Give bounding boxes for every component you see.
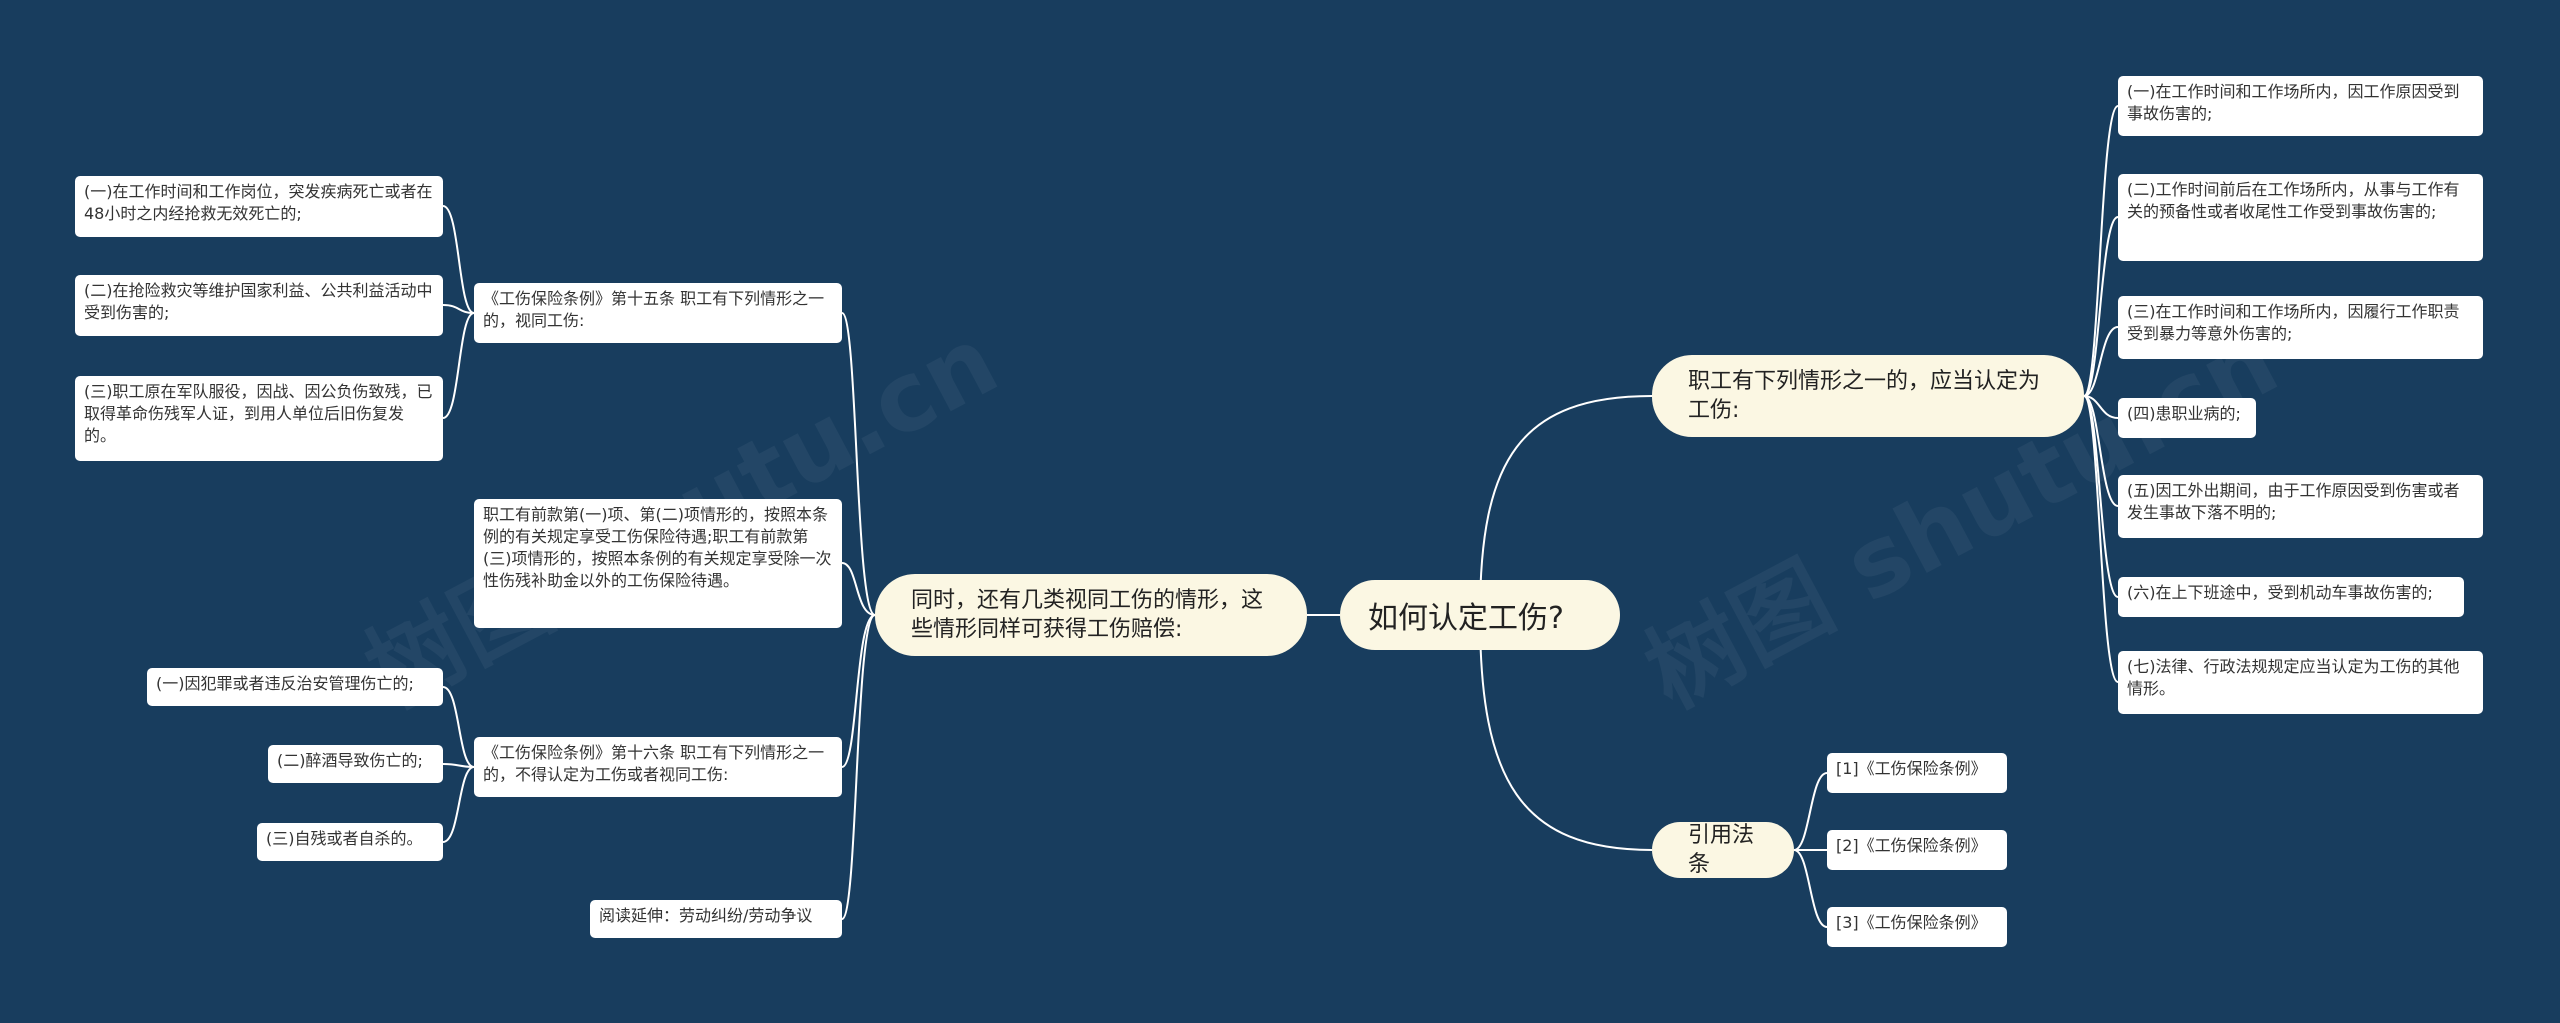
work-injury-item-7[interactable]: (七)法律、行政法规规定应当认定为工伤的其他情形。 xyxy=(2118,651,2483,714)
citation-1[interactable]: [1]《工伤保险条例》 xyxy=(1827,753,2007,793)
branch-work-injury[interactable]: 职工有下列情形之一的，应当认定为工伤: xyxy=(1652,355,2084,437)
link-deemed-child-1 xyxy=(841,312,876,616)
link-work-injury-item-5 xyxy=(2083,395,2119,507)
link-citation-1 xyxy=(1793,772,1828,851)
article-15-item-2[interactable]: (二)在抢险救灾等维护国家利益、公共利益活动中受到伤害的; xyxy=(75,275,443,336)
link-article-15-item-2 xyxy=(442,304,475,314)
link-article-15-item-1 xyxy=(442,205,475,314)
link-work-injury-item-1 xyxy=(2083,105,2119,397)
link-work-injury-item-3 xyxy=(2083,326,2119,397)
work-injury-item-6[interactable]: (六)在上下班途中，受到机动车事故伤害的; xyxy=(2118,577,2464,617)
link-citation-3 xyxy=(1793,849,1828,928)
link-deemed-child-4 xyxy=(841,614,876,920)
work-injury-item-4[interactable]: (四)患职业病的; xyxy=(2118,398,2256,438)
link-article-16-item-2 xyxy=(442,763,475,768)
citation-3[interactable]: [3]《工伤保险条例》 xyxy=(1827,907,2007,947)
citation-2[interactable]: [2]《工伤保险条例》 xyxy=(1827,830,2007,870)
branch-work-injury-label: 职工有下列情形之一的，应当认定为工伤: xyxy=(1688,369,2041,423)
branch-citations-label: 引用法条 xyxy=(1688,823,1755,877)
article-16-item-2[interactable]: (二)醉酒导致伤亡的; xyxy=(268,745,443,783)
link-root-citations xyxy=(1479,614,1653,851)
article-16[interactable]: 《工伤保险条例》第十六条 职工有下列情形之一的，不得认定为工伤或者视同工伤: xyxy=(474,737,842,797)
link-article-15-item-3 xyxy=(442,312,475,419)
link-work-injury-item-2 xyxy=(2083,216,2119,397)
link-article-16-item-1 xyxy=(442,686,475,768)
link-article-16-item-3 xyxy=(442,766,475,843)
link-deemed-child-3 xyxy=(841,614,876,768)
article-15[interactable]: 《工伤保险条例》第十五条 职工有下列情形之一的，视同工伤: xyxy=(474,283,842,343)
reading-extension-link[interactable]: 阅读延伸：劳动纠纷/劳动争议 xyxy=(590,900,842,938)
link-root-work-injury xyxy=(1479,395,1653,616)
work-injury-item-2[interactable]: (二)工作时间前后在工作场所内，从事与工作有关的预备性或者收尾性工作受到事故伤害… xyxy=(2118,174,2483,261)
work-injury-item-3[interactable]: (三)在工作时间和工作场所内，因履行工作职责受到暴力等意外伤害的; xyxy=(2118,296,2483,359)
branch-deemed-injury-label: 同时，还有几类视同工伤的情形，这些情形同样可获得工伤赔偿: xyxy=(911,588,1264,642)
branch-deemed-injury[interactable]: 同时，还有几类视同工伤的情形，这些情形同样可获得工伤赔偿: xyxy=(875,574,1307,656)
work-injury-item-5[interactable]: (五)因工外出期间，由于工作原因受到伤害或者发生事故下落不明的; xyxy=(2118,475,2483,538)
article-15-item-1[interactable]: (一)在工作时间和工作岗位，突发疾病死亡或者在48小时之内经抢救无效死亡的; xyxy=(75,176,443,237)
article-15-item-3[interactable]: (三)职工原在军队服役，因战、因公负伤致残，已取得革命伤残军人证，到用人单位后旧… xyxy=(75,376,443,461)
work-injury-item-1[interactable]: (一)在工作时间和工作场所内，因工作原因受到事故伤害的; xyxy=(2118,76,2483,136)
root-label: 如何认定工伤? xyxy=(1368,601,1564,636)
link-deemed-child-2 xyxy=(841,562,876,616)
article-16-item-3[interactable]: (三)自残或者自杀的。 xyxy=(257,823,443,861)
branch-citations[interactable]: 引用法条 xyxy=(1652,822,1794,878)
link-work-injury-item-4 xyxy=(2083,395,2119,419)
deemed-injury-note[interactable]: 职工有前款第(一)项、第(二)项情形的，按照本条例的有关规定享受工伤保险待遇;职… xyxy=(474,499,842,628)
root-node[interactable]: 如何认定工伤? xyxy=(1340,580,1620,650)
article-16-item-1[interactable]: (一)因犯罪或者违反治安管理伤亡的; xyxy=(147,668,443,706)
link-work-injury-item-7 xyxy=(2083,395,2119,683)
